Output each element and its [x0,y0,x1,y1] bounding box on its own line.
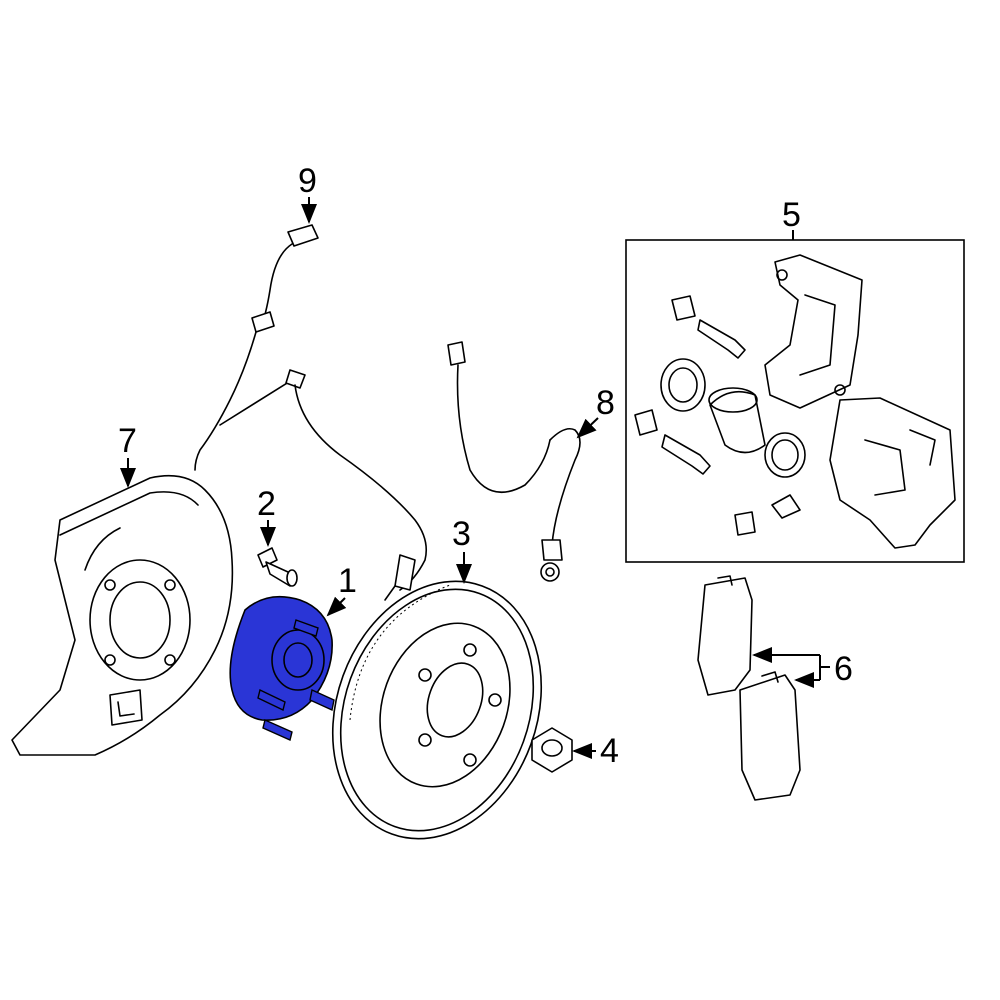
brake-pads-part[interactable] [697,575,801,801]
svg-text:6: 6 [834,650,853,688]
dust-shield-part[interactable] [11,474,234,756]
svg-text:1: 1 [338,562,357,600]
callout-5: 5 [782,196,801,240]
svg-text:9: 9 [298,162,317,200]
svg-text:2: 2 [257,485,276,523]
svg-text:5: 5 [782,196,801,234]
callout-7: 7 [118,422,137,488]
callout-6: 6 [752,647,853,688]
svg-text:7: 7 [118,422,137,460]
callout-2: 2 [257,485,276,547]
brake-hose-part[interactable] [447,341,581,582]
hub-nut-part[interactable] [531,727,573,773]
callout-4: 4 [572,732,619,770]
brake-rotor-part[interactable] [298,552,576,868]
svg-text:3: 3 [452,515,471,553]
callout-1: 1 [326,562,357,617]
caliper-kit-part[interactable] [625,239,965,563]
svg-text:4: 4 [600,732,619,770]
callout-3: 3 [452,515,472,584]
abs-sensor-wire-part[interactable] [194,224,428,601]
wheel-hub-part[interactable] [229,595,335,741]
callout-9: 9 [298,162,317,224]
callout-8: 8 [576,384,615,439]
svg-text:8: 8 [596,384,615,422]
bolt-part[interactable] [257,547,298,587]
